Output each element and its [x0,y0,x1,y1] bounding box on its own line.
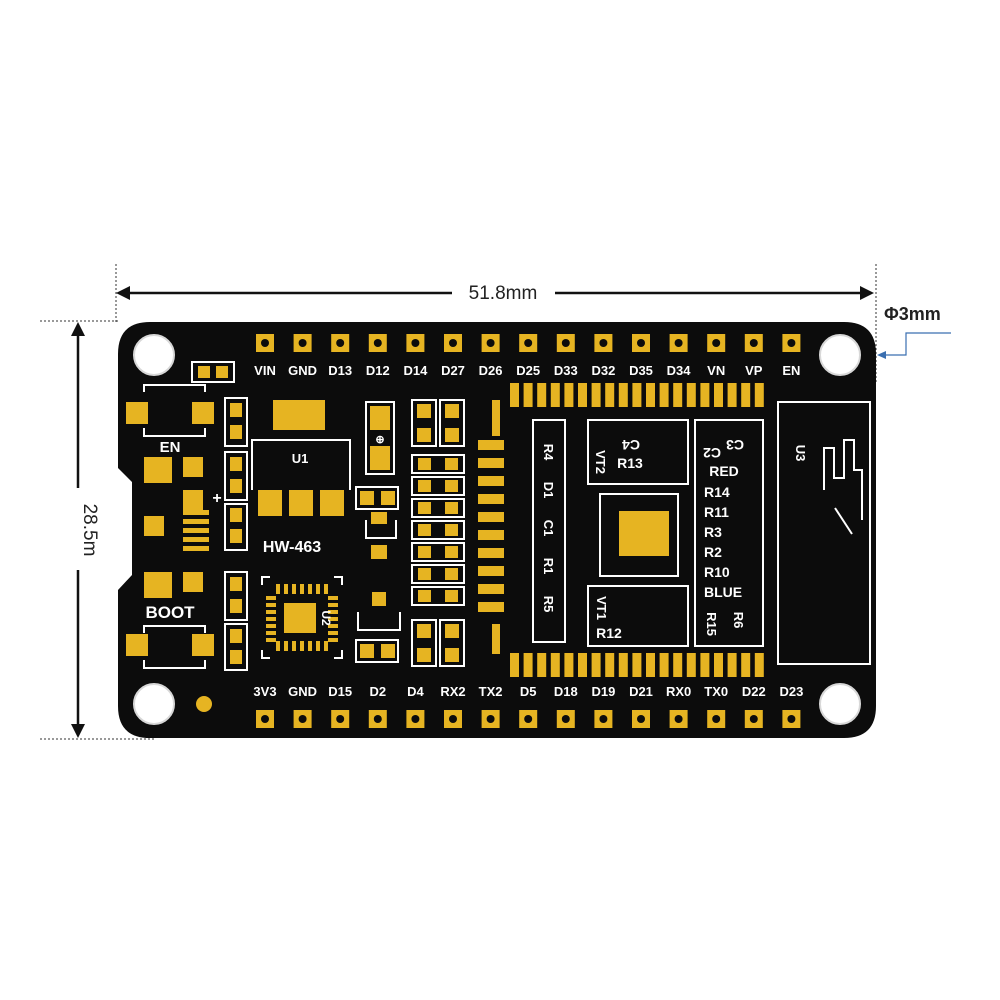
u3-label: U3 [793,445,808,462]
bottom-pin-label: 3V3 [253,684,276,699]
vt1-label: VT1 [594,596,609,620]
module-component-label: R5 [541,596,556,613]
bottom-pin-label: D23 [779,684,803,699]
polarity-plus-mark: + [212,490,221,507]
top-pin-label: D32 [591,363,615,378]
top-header-pads: VIN GND D13 D12 D14 D27 D26 D25 D33 D32 D35 D34 VN VP… [254,334,800,378]
mounting-hole-bottom-left [133,683,175,725]
bottom-pin-label: RX2 [440,684,465,699]
top-pin-label: D13 [328,363,352,378]
top-pin-label: D12 [366,363,390,378]
vin-jumper-outline [191,361,235,383]
c4-label: C4 [622,437,640,453]
module-component-label: BLUE [704,584,742,600]
module-component-label: R3 [704,524,722,540]
boot-button-label: BOOT [145,603,195,622]
top-pin-label: D33 [554,363,578,378]
hole-diameter-label: Φ3mm [884,304,941,324]
boot-button: BOOT [126,572,214,669]
bottom-pin-label: D18 [554,684,578,699]
antenna-area: U3 [777,401,871,665]
bottom-pin-label: D5 [520,684,537,699]
mounting-hole-top-left [133,334,175,376]
top-pin-label: D25 [516,363,540,378]
bottom-pin-label: D4 [407,684,424,699]
bottom-pin-label: D22 [742,684,766,699]
hw-model-label: HW-463 [263,539,321,556]
module-component-label: R11 [704,504,729,520]
r12-label: R12 [596,625,622,641]
top-pin-label: VIN [254,363,276,378]
r13-label: R13 [617,455,643,471]
red-led-label: RED [709,463,739,479]
bottom-pin-label: D19 [591,684,615,699]
component-column-left [224,397,248,671]
esp32-module-pads [478,383,764,677]
r15-label: R15 [704,612,719,636]
u1-regulator: U1 HW-463 [251,400,351,556]
small-ic-pins [183,510,209,551]
bottom-pin-label: TX2 [479,684,503,699]
tantalum-capacitor [365,401,395,475]
bottom-pin-label: TX0 [704,684,728,699]
thermal-pad [619,511,669,556]
top-pin-label: D34 [667,363,692,378]
module-component-label: R1 [541,558,556,575]
svg-text:⊕: ⊕ [375,434,384,446]
bottom-header-pads: 3V3 GND D15 D2 D4 RX2 TX2 D5 D18 D19 D21 RX0 TX0 D22 D… [253,684,803,728]
module-component-label: R14 [704,484,730,500]
width-dimension-label: 51.8mm [469,283,538,304]
module-component-label: D1 [541,482,556,499]
bottom-pin-label: D15 [328,684,352,699]
antenna-trace-icon [823,439,863,520]
u2-usb-chip: U2 [261,576,343,659]
top-pin-label: D27 [441,363,465,378]
top-pin-label: EN [782,363,800,378]
dimension-annotations: 51.8mm 28.5m Φ3mm [40,264,951,740]
u1-label: U1 [292,451,309,466]
en-button: EN [126,384,214,456]
u2-label: U2 [319,610,333,626]
module-component-label: C1 [541,520,556,537]
top-pin-label: D14 [403,363,428,378]
fiducial-pad [196,696,212,712]
c3-label: C3 [726,437,744,453]
r6-label: R6 [731,612,746,629]
c2-label: C2 [703,445,721,461]
en-button-label: EN [160,439,181,456]
bottom-pin-label: D2 [369,684,386,699]
height-dimension-label: 28.5m [79,504,100,557]
module-component-label: R10 [704,564,730,580]
module-component-label: R4 [541,444,556,461]
bottom-pin-label: GND [288,684,317,699]
module-component-label: R2 [704,544,722,560]
bottom-pin-label: RX0 [666,684,691,699]
vt2-label: VT2 [593,450,608,474]
top-pin-label: GND [288,363,317,378]
bottom-pin-label: D21 [629,684,653,699]
mounting-hole-bottom-right [819,683,861,725]
resistor-array [411,399,465,667]
mounting-hole-top-right [819,334,861,376]
top-pin-label: VP [745,363,763,378]
top-pin-label: D35 [629,363,653,378]
pcb-board: VIN GND D13 D12 D14 D27 D26 D25 D33 D32 D35 D34 VN VP… [118,322,876,738]
top-pin-label: VN [707,363,725,378]
top-pin-label: D26 [479,363,503,378]
